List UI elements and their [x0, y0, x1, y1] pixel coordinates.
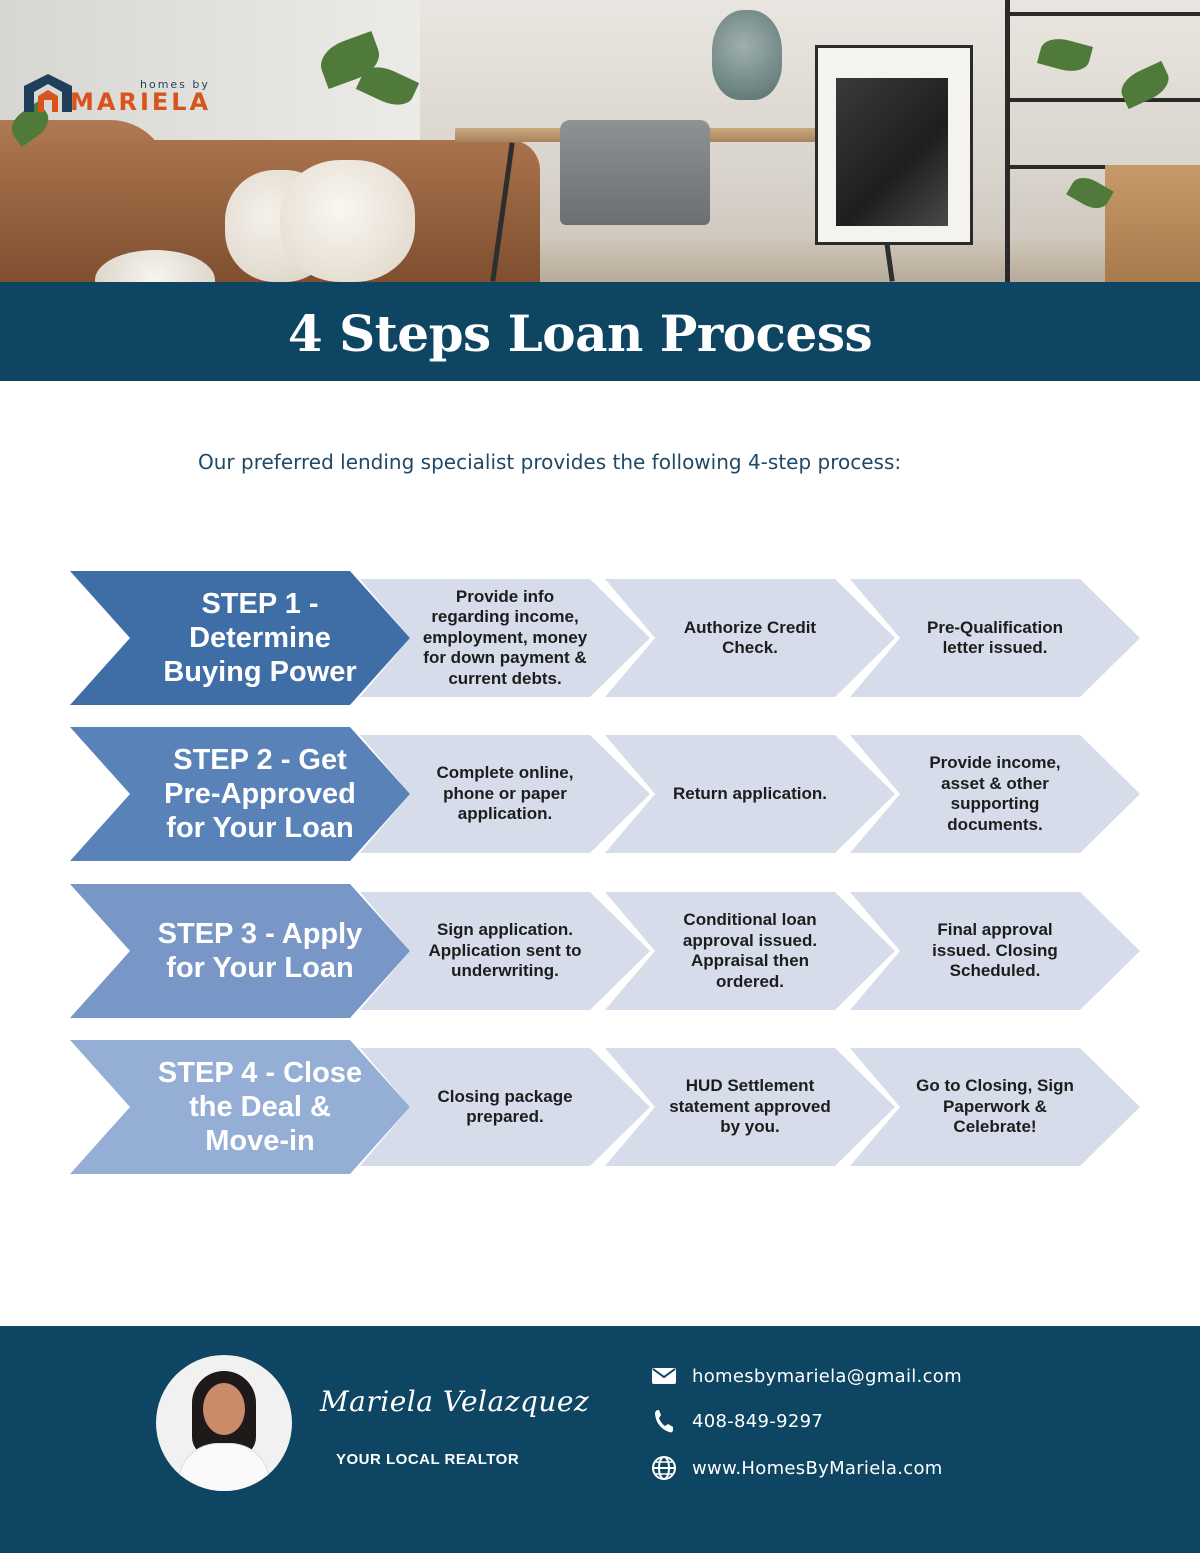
logo-small-text: homes by [140, 78, 210, 91]
step-row-3: STEP 3 - Apply for Your Loan Sign applic… [70, 884, 1140, 1018]
logo-brand-text: MARIELA [70, 88, 212, 116]
envelope-icon [650, 1363, 678, 1389]
company-logo: homes by MARIELA [20, 68, 240, 116]
step-label: STEP 1 - Determine Buying Power [163, 588, 357, 688]
step-arrow-1: STEP 1 - Determine Buying Power [70, 571, 410, 705]
substep-text: Conditional loan approval issued. Apprai… [682, 910, 818, 991]
realtor-name: Mariela Velazquez [320, 1385, 590, 1418]
substep-text: Complete online, phone or paper applicat… [436, 763, 574, 824]
step-label: STEP 4 - Close the Deal & Move-in [157, 1057, 363, 1157]
substep-text: Provide income, asset & other supporting… [929, 753, 1061, 834]
substep-text: Final approval issued. Closing Scheduled… [932, 920, 1058, 981]
intro-text: Our preferred lending specialist provide… [198, 450, 902, 474]
phone-icon [650, 1408, 678, 1434]
substep-text: Closing package prepared. [437, 1086, 573, 1127]
hero-photo [0, 0, 1200, 282]
step-label: STEP 3 - Apply for Your Loan [157, 918, 363, 984]
substep-text: Authorize Credit Check. [683, 617, 817, 658]
email-text[interactable]: homesbymariela@gmail.com [692, 1365, 962, 1387]
substep-text: Provide info regarding income, employmen… [422, 586, 588, 688]
realtor-avatar [156, 1355, 292, 1491]
step-row-2: STEP 2 - Get Pre-Approved for Your Loan … [70, 727, 1140, 861]
contact-email[interactable]: homesbymariela@gmail.com [650, 1363, 962, 1389]
phone-text[interactable]: 408-849-9297 [692, 1410, 824, 1432]
substep-arrow: Go to Closing, Sign Paperwork & Celebrat… [850, 1048, 1140, 1166]
step-label: STEP 2 - Get Pre-Approved for Your Loan [164, 744, 356, 844]
step-arrow-2: STEP 2 - Get Pre-Approved for Your Loan [70, 727, 410, 861]
house-logo-icon [24, 74, 72, 112]
step-arrow-3: STEP 3 - Apply for Your Loan [70, 884, 410, 1018]
page-title: 4 Steps Loan Process [287, 304, 873, 363]
contact-website[interactable]: www.HomesByMariela.com [650, 1455, 943, 1481]
realtor-tagline: YOUR LOCAL REALTOR [336, 1451, 520, 1468]
substep-text: Go to Closing, Sign Paperwork & Celebrat… [916, 1076, 1074, 1137]
substep-text: Sign application. Application sent to un… [428, 920, 582, 981]
title-band: 4 Steps Loan Process [0, 282, 1200, 381]
substep-text: Return application. [673, 783, 827, 803]
step-row-1: STEP 1 - Determine Buying Power Provide … [70, 571, 1140, 705]
step-row-4: STEP 4 - Close the Deal & Move-in Closin… [70, 1040, 1140, 1174]
website-text[interactable]: www.HomesByMariela.com [692, 1457, 943, 1479]
substep-text: HUD Settlement statement approved by you… [669, 1076, 831, 1137]
step-arrow-4: STEP 4 - Close the Deal & Move-in [70, 1040, 410, 1174]
contact-phone[interactable]: 408-849-9297 [650, 1408, 823, 1434]
substep-text: Pre-Qualification letter issued. [926, 617, 1064, 658]
globe-icon [650, 1455, 678, 1481]
